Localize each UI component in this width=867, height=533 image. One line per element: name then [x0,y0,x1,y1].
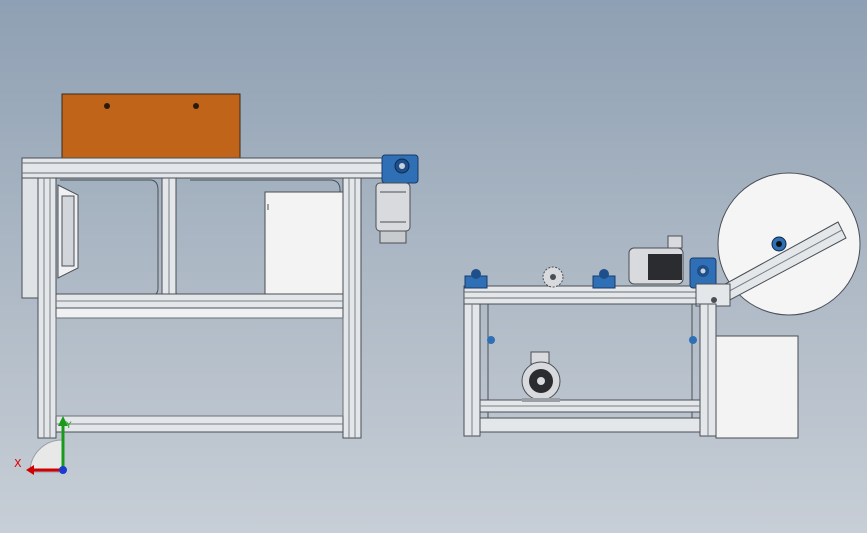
z-axis-dot [59,466,67,474]
side-cover-panel [21,177,79,299]
gearbox-motor [375,154,419,244]
lower-frame [55,293,344,433]
lower-frame [479,399,701,433]
coordinate-triad-icon: X Y [14,416,72,475]
frame-posts [37,177,362,439]
sprocket [542,266,564,288]
gearbox [689,257,731,307]
electrical-box [264,191,346,295]
frame-posts [463,303,717,437]
frame-bolts [487,336,697,428]
drive-motor [628,235,684,285]
cabinet [715,335,799,439]
frame-top-rail [21,157,383,179]
copper-plate [61,93,241,159]
side-view [463,172,861,439]
rail-mounts [464,269,616,289]
y-axis-label: Y [65,421,72,431]
lower-motor [521,351,561,402]
x-axis-label: X [14,457,22,470]
frame-top-rail [463,285,715,305]
front-view [21,93,419,439]
